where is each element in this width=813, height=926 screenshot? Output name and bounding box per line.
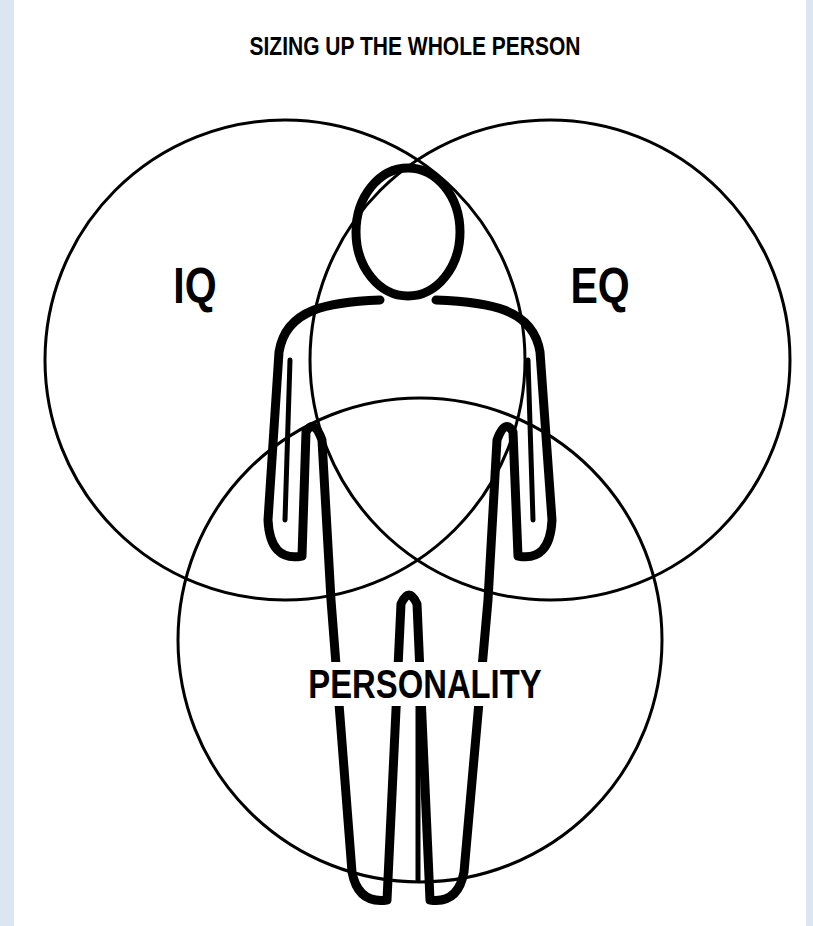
circle-outline [173, 393, 667, 887]
page-ground [14, 0, 806, 926]
venn-circle: EQ [305, 115, 795, 605]
circle-label: IQ [173, 261, 216, 311]
circle-stroke [310, 120, 790, 600]
venn-circle: PERSONALITY [173, 393, 667, 887]
circle-stroke [178, 398, 662, 882]
diagram-title: SIZING UP THE WHOLE PERSON [250, 34, 581, 59]
venn-circle: IQ [40, 115, 530, 605]
circle-outline [40, 115, 530, 605]
circle-label: EQ [570, 261, 629, 311]
circle-label: PERSONALITY [305, 662, 545, 706]
circle-outline [305, 115, 795, 605]
circle-stroke [45, 120, 525, 600]
